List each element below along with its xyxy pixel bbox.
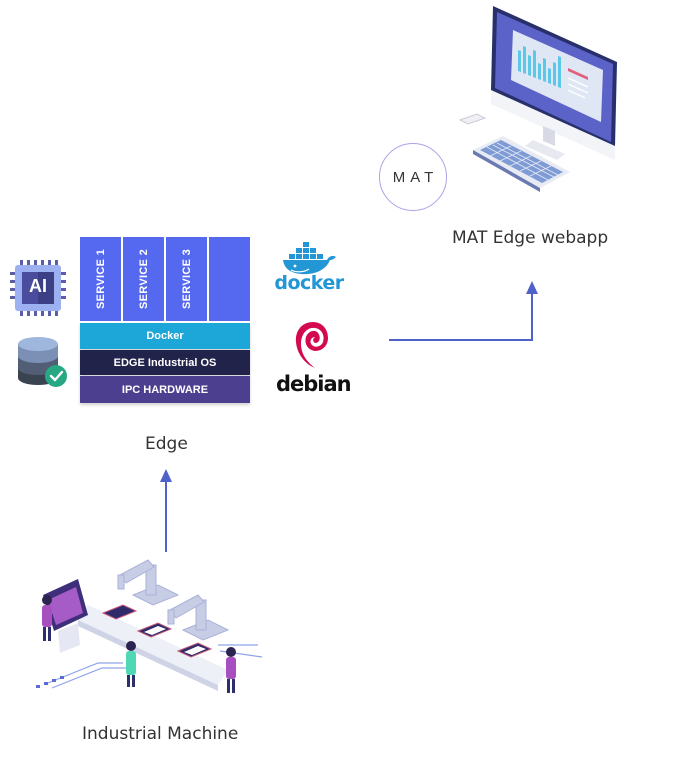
service-block-3: SERVICE 3 xyxy=(166,237,207,321)
arrow-edge-to-webapp xyxy=(389,281,538,341)
service-label: SERVICE 2 xyxy=(137,249,150,309)
service-block-4 xyxy=(209,237,250,321)
webapp-node-label: MAT Edge webapp xyxy=(452,228,609,248)
industrial-machine-illustration xyxy=(28,545,273,705)
arrow-machine-to-edge xyxy=(160,469,172,552)
computer-icon xyxy=(458,6,617,192)
machine-node-label: Industrial Machine xyxy=(82,724,239,744)
debian-swirl-icon xyxy=(295,322,328,368)
hardware-layer: IPC HARDWARE xyxy=(80,376,250,403)
service-row: SERVICE 1 SERVICE 2 SERVICE 3 xyxy=(80,237,250,321)
docker-logo-text: docker xyxy=(274,272,344,294)
service-label: SERVICE 3 xyxy=(180,249,193,309)
service-block-1: SERVICE 1 xyxy=(80,237,121,321)
database-check-icon xyxy=(16,334,70,390)
debian-logo: debian xyxy=(276,318,352,404)
factory-line-icon xyxy=(36,559,263,693)
mat-logo-text: MAT xyxy=(392,168,439,186)
desktop-computer-illustration xyxy=(455,0,625,200)
service-block-2: SERVICE 2 xyxy=(123,237,164,321)
ai-chip-icon: AI xyxy=(10,258,66,318)
docker-whale-icon xyxy=(283,242,336,275)
edge-stack-diagram: SERVICE 1 SERVICE 2 SERVICE 3 Docker EDG… xyxy=(80,237,250,404)
service-label: SERVICE 1 xyxy=(94,249,107,309)
mat-logo-badge: MAT xyxy=(379,143,447,211)
docker-layer: Docker xyxy=(80,323,250,349)
debian-logo-text: debian xyxy=(276,372,352,396)
edge-node-label: Edge xyxy=(145,434,188,454)
docker-logo: docker xyxy=(274,240,344,300)
os-layer: EDGE Industrial OS xyxy=(80,350,250,375)
ai-chip-label: AI xyxy=(29,276,47,296)
